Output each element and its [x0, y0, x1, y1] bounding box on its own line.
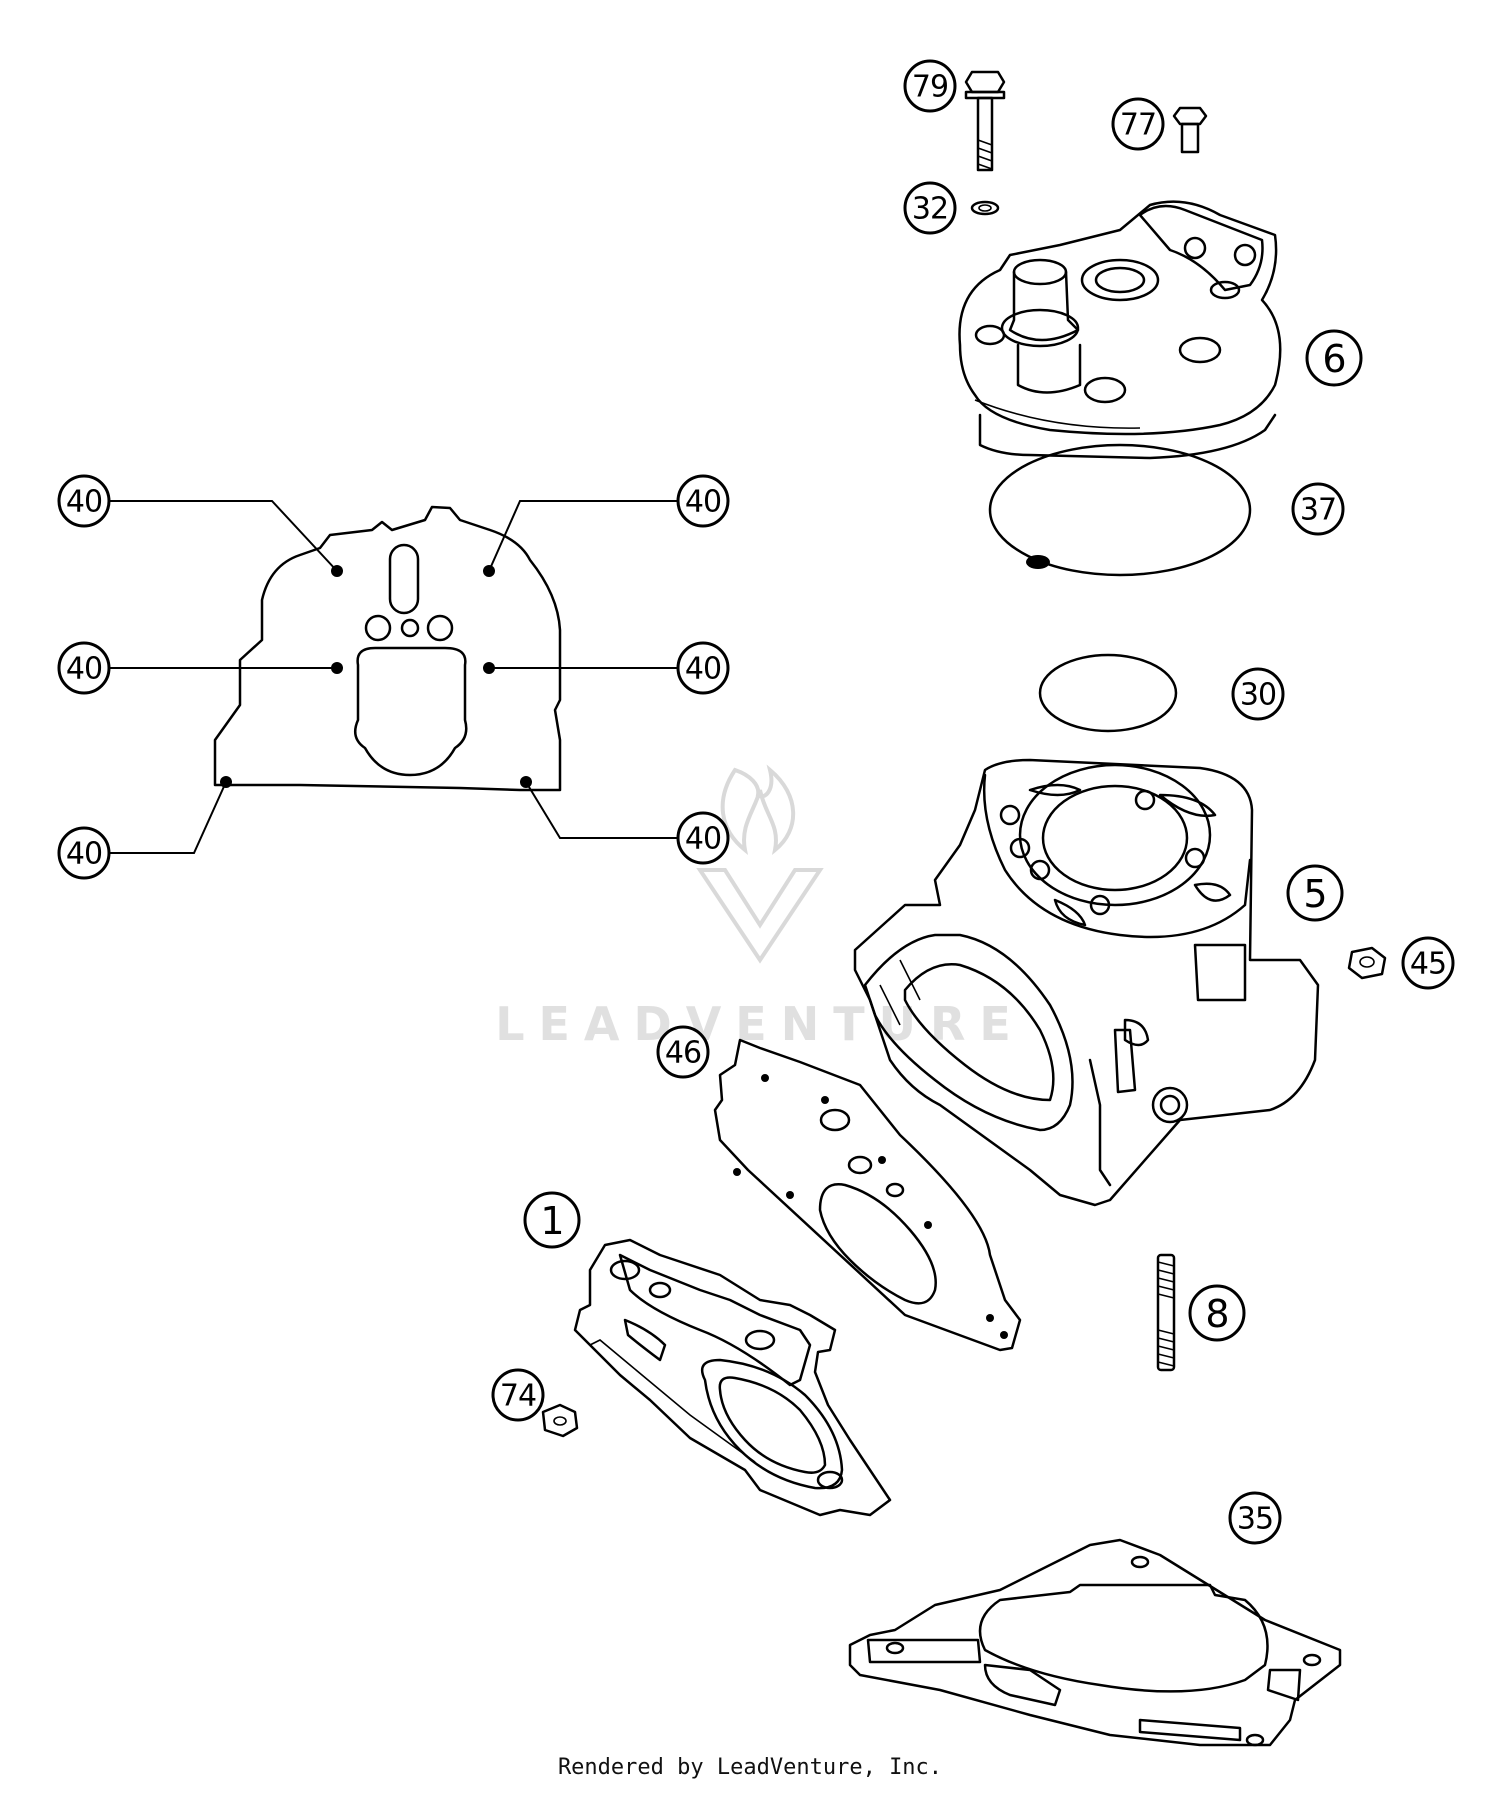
callout-46[interactable]: 46: [656, 1025, 710, 1079]
gasket-46: [713, 1038, 1022, 1352]
intake-flange-1: [573, 1238, 892, 1517]
callout-40-label: 40: [685, 652, 721, 687]
callout-40-label: 40: [66, 652, 102, 687]
o-ring-30: [1038, 653, 1178, 733]
bolt-77: [1172, 106, 1208, 154]
callout-30-label: 30: [1240, 678, 1276, 713]
bolt-79: [964, 70, 1006, 172]
callout-74-label: 74: [500, 1379, 536, 1414]
callout-40-middle-right[interactable]: 40: [676, 641, 730, 695]
watermark-logo: LEADVENTURE: [495, 764, 1025, 1051]
callout-6-label: 6: [1322, 337, 1345, 381]
nut-74: [541, 1403, 579, 1438]
callout-35-label: 35: [1237, 1502, 1273, 1537]
callout-40-bottom-right[interactable]: 40: [676, 811, 730, 865]
callout-1-label: 1: [540, 1199, 563, 1243]
callout-35[interactable]: 35: [1228, 1491, 1282, 1545]
callout-32[interactable]: 32: [903, 181, 957, 235]
cylinder-head-6: [958, 200, 1282, 460]
callout-45-label: 45: [1410, 947, 1446, 982]
callout-37[interactable]: 37: [1291, 482, 1345, 536]
callout-5-label: 5: [1303, 872, 1326, 916]
nut-45: [1347, 946, 1387, 980]
stud-8: [1156, 1253, 1176, 1372]
washer-32: [970, 200, 1000, 216]
callout-40-bottom-left[interactable]: 40: [57, 826, 111, 880]
gasket-detail-40: [109, 500, 678, 854]
cylinder-5: [853, 758, 1320, 1207]
callout-40-label: 40: [685, 485, 721, 520]
callout-5[interactable]: 5: [1286, 864, 1344, 922]
callout-40-label: 40: [66, 485, 102, 520]
callout-79[interactable]: 79: [903, 59, 957, 113]
callout-32-label: 32: [912, 192, 948, 227]
watermark-text: LEADVENTURE: [495, 997, 1025, 1051]
callout-40-top-right[interactable]: 40: [676, 474, 730, 528]
callout-37-label: 37: [1300, 493, 1336, 528]
callout-40-label: 40: [685, 822, 721, 857]
callout-77-label: 77: [1120, 108, 1156, 143]
callout-77[interactable]: 77: [1111, 97, 1165, 151]
base-gasket-35: [848, 1538, 1342, 1747]
callout-8[interactable]: 8: [1188, 1284, 1246, 1342]
callout-6[interactable]: 6: [1305, 329, 1363, 387]
callout-79-label: 79: [912, 70, 948, 105]
render-credit: Rendered by LeadVenture, Inc.: [557, 1755, 943, 1780]
callout-1[interactable]: 1: [523, 1191, 581, 1249]
callout-40-label: 40: [66, 837, 102, 872]
callout-40-top-left[interactable]: 40: [57, 474, 111, 528]
callout-40-middle-left[interactable]: 40: [57, 641, 111, 695]
callout-46-label: 46: [665, 1036, 701, 1071]
callout-8-label: 8: [1205, 1292, 1228, 1336]
callout-74[interactable]: 74: [491, 1368, 545, 1422]
callout-30[interactable]: 30: [1231, 667, 1285, 721]
callout-45[interactable]: 45: [1401, 936, 1455, 990]
o-ring-37: [988, 443, 1252, 577]
